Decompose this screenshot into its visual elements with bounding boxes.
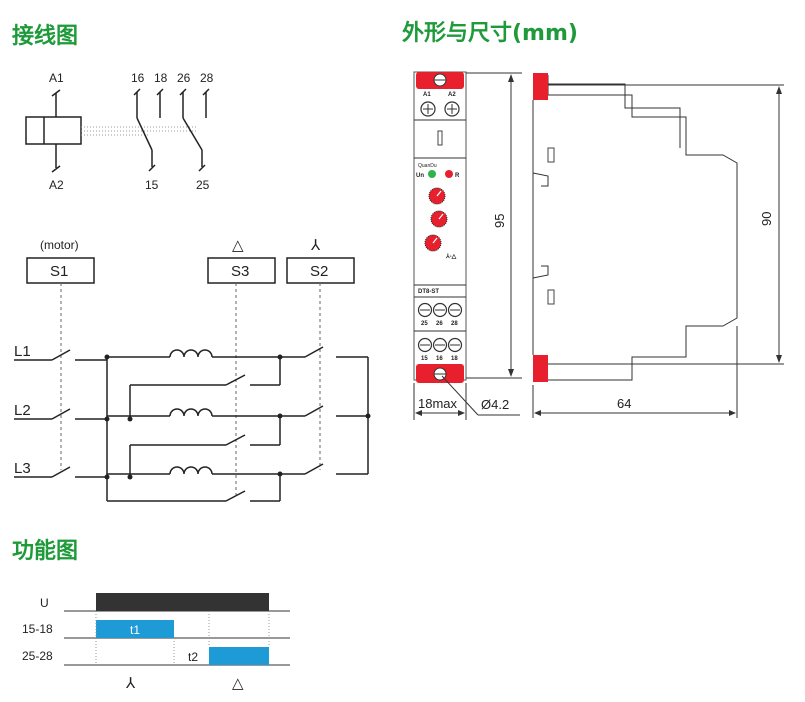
changeover-contact-2 — [179, 88, 210, 172]
line-l1-label: L1 — [14, 343, 31, 360]
depth-dim: 64 — [617, 396, 631, 411]
terminal-a1-label: A1 — [49, 71, 64, 85]
side-dimensions: 90 64 — [532, 84, 784, 418]
delta-symbol: △ — [232, 237, 244, 254]
row1-terminal-25: 25 — [421, 321, 428, 327]
device-terminal-a2: A2 — [448, 92, 456, 98]
row2-terminal-15: 15 — [421, 356, 428, 362]
t1-pulse-bar — [96, 620, 174, 638]
t2-pulse-bar — [209, 647, 269, 665]
motor-windings — [107, 349, 280, 475]
time-knob-3[interactable] — [424, 234, 442, 252]
line-l3-label: L3 — [14, 460, 31, 477]
terminal-a2-label: A2 — [49, 178, 64, 192]
mechanical-link — [81, 126, 198, 136]
s2-contacts — [280, 346, 371, 475]
time-knob-2[interactable] — [430, 210, 448, 228]
terminal-16-label: 16 — [131, 71, 145, 85]
terminal-25-label: 25 — [196, 178, 210, 192]
t1-label: t1 — [130, 623, 140, 637]
t2-label: t2 — [188, 650, 198, 664]
front-dimensions: 95 18max Ø4.2 — [413, 72, 522, 420]
led-r-label: R — [455, 173, 460, 179]
terminal-block-row2: 15 16 18 — [417, 337, 463, 362]
side-top-clip — [533, 73, 548, 100]
heading-dimensions: 外形与尺寸(mm) — [402, 20, 578, 46]
side-height-dim: 90 — [759, 212, 774, 226]
brand-label: QuanDu — [418, 163, 437, 169]
led-un-label: Un — [416, 173, 424, 179]
contactor-s1-label: S1 — [50, 263, 68, 280]
timing-diagram: U 15-18 25-28 t1 t2 ⅄ △ — [22, 593, 290, 692]
motor-circuit: (motor) △ ⅄ S1 S3 S2 L1 L2 L3 — [14, 237, 371, 502]
row2-terminal-16: 16 — [436, 356, 443, 362]
heading-function: 功能图 — [12, 538, 78, 564]
row1-terminal-28: 28 — [451, 321, 458, 327]
terminal-18-label: 18 — [154, 71, 168, 85]
bus-connections — [104, 354, 226, 502]
led-un — [428, 170, 436, 178]
row2-terminal-18: 18 — [451, 356, 458, 362]
timing-star-symbol: ⅄ — [125, 675, 136, 692]
relay-wiring: A1 A2 16 18 26 28 15 25 — [25, 71, 214, 192]
terminal-26-label: 26 — [177, 71, 191, 85]
side-bottom-clip — [533, 355, 548, 382]
time-knob-1[interactable] — [428, 187, 446, 205]
star-symbol: ⅄ — [310, 237, 321, 254]
model-label: DT8-ST — [418, 289, 439, 295]
line-l2-label: L2 — [14, 402, 31, 419]
changeover-contact-1 — [133, 88, 164, 172]
width-dim: 18max — [418, 396, 458, 411]
timing-row-u: U — [40, 596, 49, 610]
front-height-dim: 95 — [492, 214, 507, 228]
timing-row-15-18: 15-18 — [22, 622, 53, 636]
timing-row-25-28: 25-28 — [22, 649, 53, 663]
contactor-s3-label: S3 — [231, 263, 249, 280]
supply-on-bar — [96, 593, 269, 611]
device-front-view: A1 A2 QuanDu Un R ⅄-△ DT8-ST — [413, 71, 467, 383]
s1-contacts — [14, 349, 107, 478]
timing-delta-symbol: △ — [232, 675, 244, 692]
device-terminal-a1: A1 — [423, 92, 431, 98]
coil-symbol — [25, 89, 82, 173]
led-r — [445, 170, 453, 178]
terminal-28-label: 28 — [200, 71, 214, 85]
hole-dim: Ø4.2 — [481, 397, 509, 412]
terminal-block-row1: 25 26 28 — [417, 302, 463, 327]
s3-contacts — [225, 354, 283, 502]
heading-wiring: 接线图 — [12, 23, 78, 49]
star-delta-mark: ⅄-△ — [445, 253, 457, 260]
terminal-15-label: 15 — [145, 178, 159, 192]
row1-terminal-26: 26 — [436, 321, 443, 327]
contactor-s2-label: S2 — [310, 263, 328, 280]
contactor-s3-box — [207, 257, 276, 284]
motor-label: (motor) — [40, 238, 79, 252]
device-side-view — [532, 73, 738, 382]
